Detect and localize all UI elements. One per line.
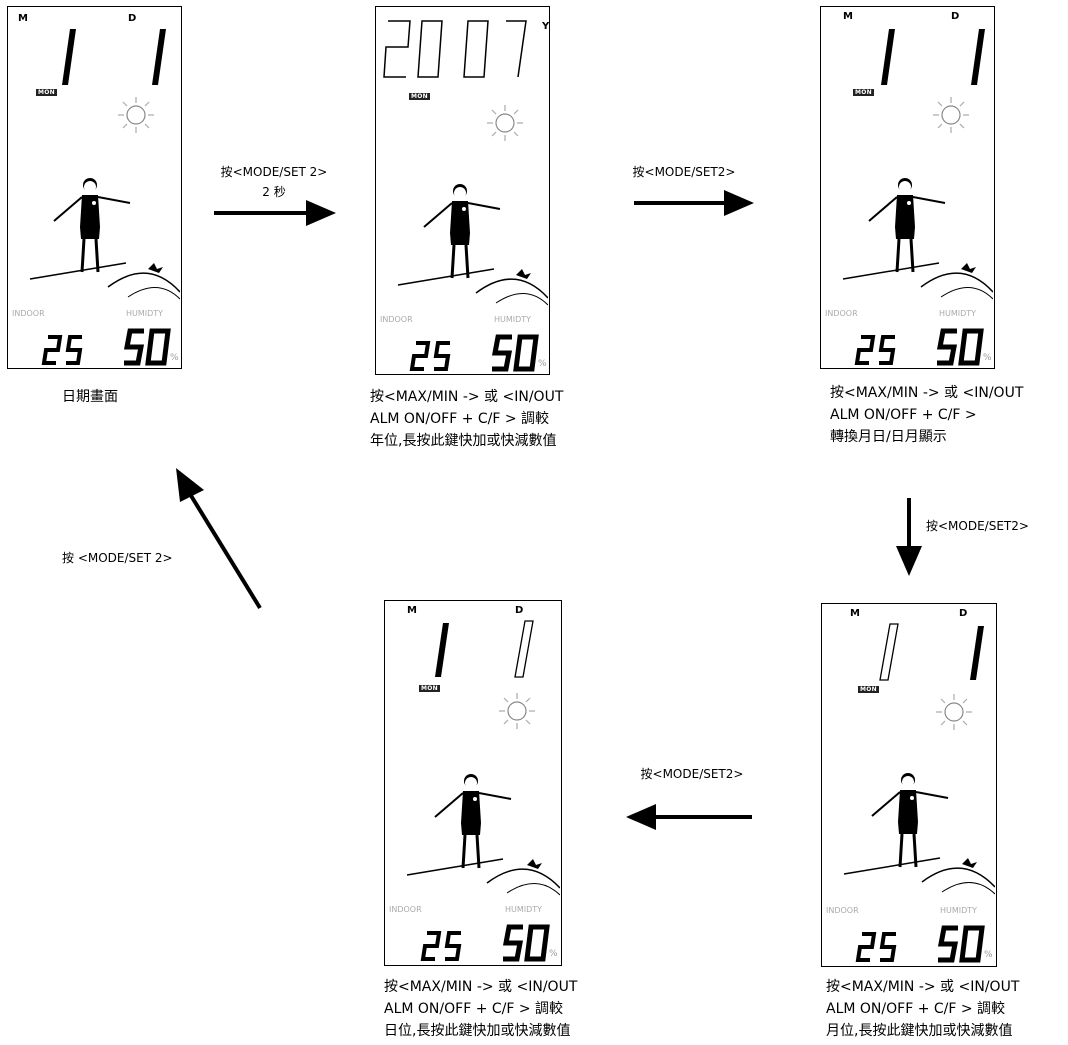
lcd-graphics <box>406 620 560 962</box>
arrow-4-label: 按<MODE/SET2> <box>640 767 744 781</box>
temp-digits <box>855 932 897 962</box>
ground-landscape <box>397 268 548 306</box>
person-figure <box>423 184 501 279</box>
humidity-label: HUMIDTY <box>494 315 532 324</box>
ground-landscape <box>842 262 993 300</box>
caption-line: 月位,長按此鍵快加或快減數值 <box>826 1023 1013 1039</box>
temp-digits <box>420 931 462 961</box>
year-suffix: Y <box>542 21 550 32</box>
lcd-graphics <box>842 29 993 366</box>
sun-icon <box>933 97 969 133</box>
arrow-down-icon <box>896 498 922 576</box>
weekday-tag: MON <box>36 89 57 96</box>
indoor-label: INDOOR <box>380 315 413 324</box>
arrow-label-line: 2 秒 <box>262 185 286 199</box>
humidity-digits <box>502 924 550 962</box>
caption-panel-2: 按<MAX/MIN -> 或 <IN/OUT ALM ON/OFF + C/F … <box>370 386 563 452</box>
humidity-label: HUMIDTY <box>940 906 978 915</box>
day-label: D <box>959 608 968 619</box>
weekday-tag: MON <box>419 685 440 692</box>
arrow-5-label: 按 <MODE/SET 2> <box>62 551 173 565</box>
humidity-unit: % <box>538 359 547 369</box>
arrow-right-icon <box>634 190 754 216</box>
person-figure <box>434 774 512 869</box>
arrow-left-icon <box>626 804 752 830</box>
lcd-graphics <box>29 29 180 366</box>
sun-icon <box>118 97 154 133</box>
lcd-panel-day-setting: M D MON INDOOR HUMIDTY % <box>384 600 562 966</box>
caption-line: 日位,長按此鍵快加或快減數值 <box>384 1023 571 1039</box>
caption-line: 年位,長按此鍵快加或快減數值 <box>370 433 557 449</box>
caption-line: ALM ON/OFF + C/F > 調較 <box>384 1001 564 1017</box>
humidity-digits <box>491 334 539 372</box>
arrow-3-label: 按<MODE/SET2> <box>926 519 1029 533</box>
indoor-label: INDOOR <box>826 906 859 915</box>
caption-panel-3: 按<MAX/MIN -> 或 <IN/OUT ALM ON/OFF + C/F … <box>830 382 1023 448</box>
caption-line: 按<MAX/MIN -> 或 <IN/OUT <box>830 385 1024 401</box>
month-label: M <box>407 605 417 616</box>
month-label: M <box>850 608 860 619</box>
lcd-graphics <box>843 623 995 963</box>
humidity-unit: % <box>549 949 558 959</box>
day-label: D <box>128 13 137 24</box>
caption-line: 日期畫面 <box>62 389 118 405</box>
year-digits-outline <box>383 20 527 78</box>
caption-line: 轉換月日/日月顯示 <box>830 429 947 445</box>
person-figure <box>871 773 949 868</box>
weekday-tag: MON <box>858 686 879 693</box>
caption-panel-4: 按<MAX/MIN -> 或 <IN/OUT ALM ON/OFF + C/F … <box>384 976 577 1042</box>
day-label: D <box>951 11 960 22</box>
ground-landscape <box>29 262 180 300</box>
lcd-panel-format-toggle: M D MON INDOOR HUMIDTY % <box>820 6 995 369</box>
caption-line: 按<MAX/MIN -> 或 <IN/OUT <box>370 389 564 405</box>
arrow-right-icon <box>214 200 336 226</box>
caption-panel-1: 日期畫面 <box>62 386 118 408</box>
sun-icon <box>499 693 535 729</box>
caption-line: 按<MAX/MIN -> 或 <IN/OUT <box>384 979 578 995</box>
humidity-unit: % <box>983 353 992 363</box>
lcd-panel-year-setting: Y MON INDOOR HUMIDTY % <box>375 6 550 375</box>
temp-digits <box>41 335 83 365</box>
humidity-digits <box>937 925 985 963</box>
temp-digits <box>409 341 451 371</box>
lcd-panel-date-screen: M D MON INDOOR HUMIDTY % <box>7 6 182 369</box>
ground-landscape <box>406 858 560 896</box>
ground-landscape <box>843 857 995 895</box>
indoor-label: INDOOR <box>825 309 858 318</box>
person-figure <box>53 178 131 273</box>
sun-icon <box>487 105 523 141</box>
caption-panel-5: 按<MAX/MIN -> 或 <IN/OUT ALM ON/OFF + C/F … <box>826 976 1019 1042</box>
humidity-unit: % <box>984 950 993 960</box>
indoor-label: INDOOR <box>12 309 45 318</box>
day-label: D <box>515 605 524 616</box>
weekday-tag: MON <box>409 93 430 100</box>
sun-icon <box>936 694 972 730</box>
arrow-diagonal-icon <box>176 468 262 610</box>
caption-line: ALM ON/OFF + C/F > <box>830 407 977 423</box>
person-figure <box>868 178 946 273</box>
weekday-tag: MON <box>853 89 874 96</box>
arrow-2-label: 按<MODE/SET2> <box>632 165 736 179</box>
temp-digits <box>854 335 896 365</box>
humidity-digits <box>936 328 984 366</box>
lcd-graphics <box>383 20 548 372</box>
arrow-1-label: 按<MODE/SET 2> 2 秒 <box>204 162 344 202</box>
month-label: M <box>18 13 28 24</box>
caption-line: 按<MAX/MIN -> 或 <IN/OUT <box>826 979 1020 995</box>
humidity-unit: % <box>170 353 179 363</box>
humidity-label: HUMIDTY <box>505 905 543 914</box>
arrow-label-line: 按<MODE/SET 2> <box>220 165 328 179</box>
humidity-label: HUMIDTY <box>939 309 977 318</box>
humidity-digits <box>123 328 171 366</box>
humidity-label: HUMIDTY <box>126 309 164 318</box>
caption-line: ALM ON/OFF + C/F > 調較 <box>370 411 550 427</box>
month-label: M <box>843 11 853 22</box>
lcd-panel-month-setting: M D MON INDOOR HUMIDTY % <box>821 603 997 967</box>
indoor-label: INDOOR <box>389 905 422 914</box>
caption-line: ALM ON/OFF + C/F > 調較 <box>826 1001 1006 1017</box>
